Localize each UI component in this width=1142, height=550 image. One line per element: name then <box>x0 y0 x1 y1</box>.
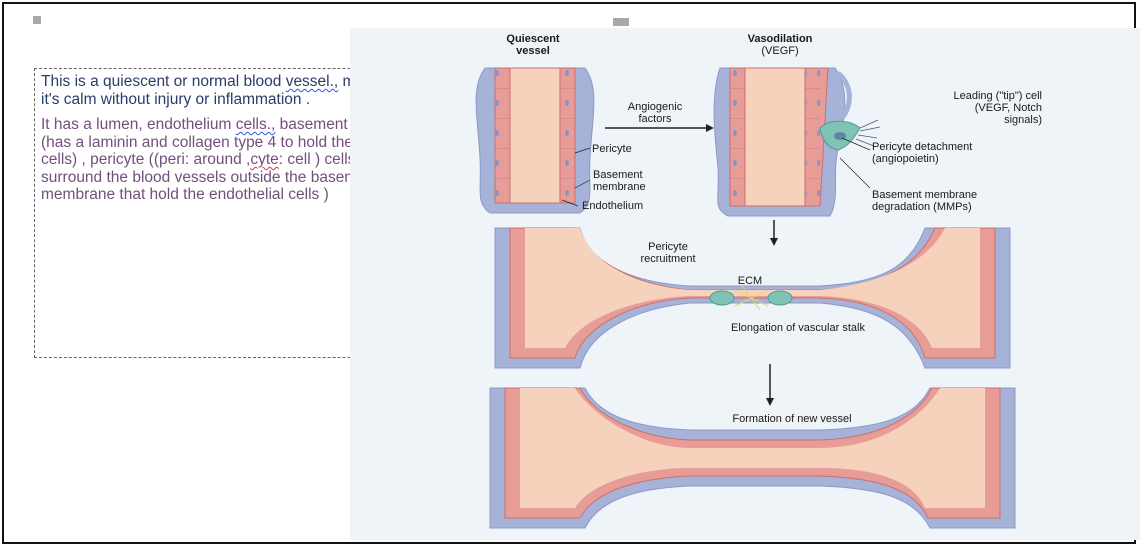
label-endothelium: Endothelium <box>582 200 643 212</box>
label-angiogenic-line1: Angiogenic <box>628 101 683 113</box>
label-quiescent-line1: Quiescent <box>506 33 560 45</box>
label-tip-line1: Leading ("tip") cell <box>953 90 1042 102</box>
label-elongation: Elongation of vascular stalk <box>731 322 865 334</box>
quiescent-vessel <box>476 68 594 213</box>
label-ecm: ECM <box>738 275 762 287</box>
label-degrade-line1: Basement membrane <box>872 189 977 201</box>
label-tip-line2: (VEGF, Notch <box>975 102 1042 114</box>
label-quiescent-line2: vessel <box>516 45 550 57</box>
label-recruit-line2: recruitment <box>640 253 695 265</box>
label-degrade-line2: degradation (MMPs) <box>872 201 972 213</box>
label-detach-line1: Pericyte detachment <box>872 141 972 153</box>
label-detach-line2: (angiopoietin) <box>872 153 939 165</box>
angiogenesis-diagram: Quiescent vessel Vasodilation (VEGF) Ang… <box>350 28 1140 540</box>
label-basement-line2: membrane <box>593 181 646 193</box>
label-pericyte: Pericyte <box>592 143 632 155</box>
label-vasodilation-line2: (VEGF) <box>761 45 798 57</box>
label-basement-line1: Basement <box>593 169 643 181</box>
label-angiogenic-line2: factors <box>638 113 672 125</box>
label-recruit-line1: Pericyte <box>648 241 688 253</box>
label-formation: Formation of new vessel <box>732 413 851 425</box>
label-tip-line3: signals) <box>1004 114 1042 126</box>
label-vasodilation-line1: Vasodilation <box>748 33 813 45</box>
